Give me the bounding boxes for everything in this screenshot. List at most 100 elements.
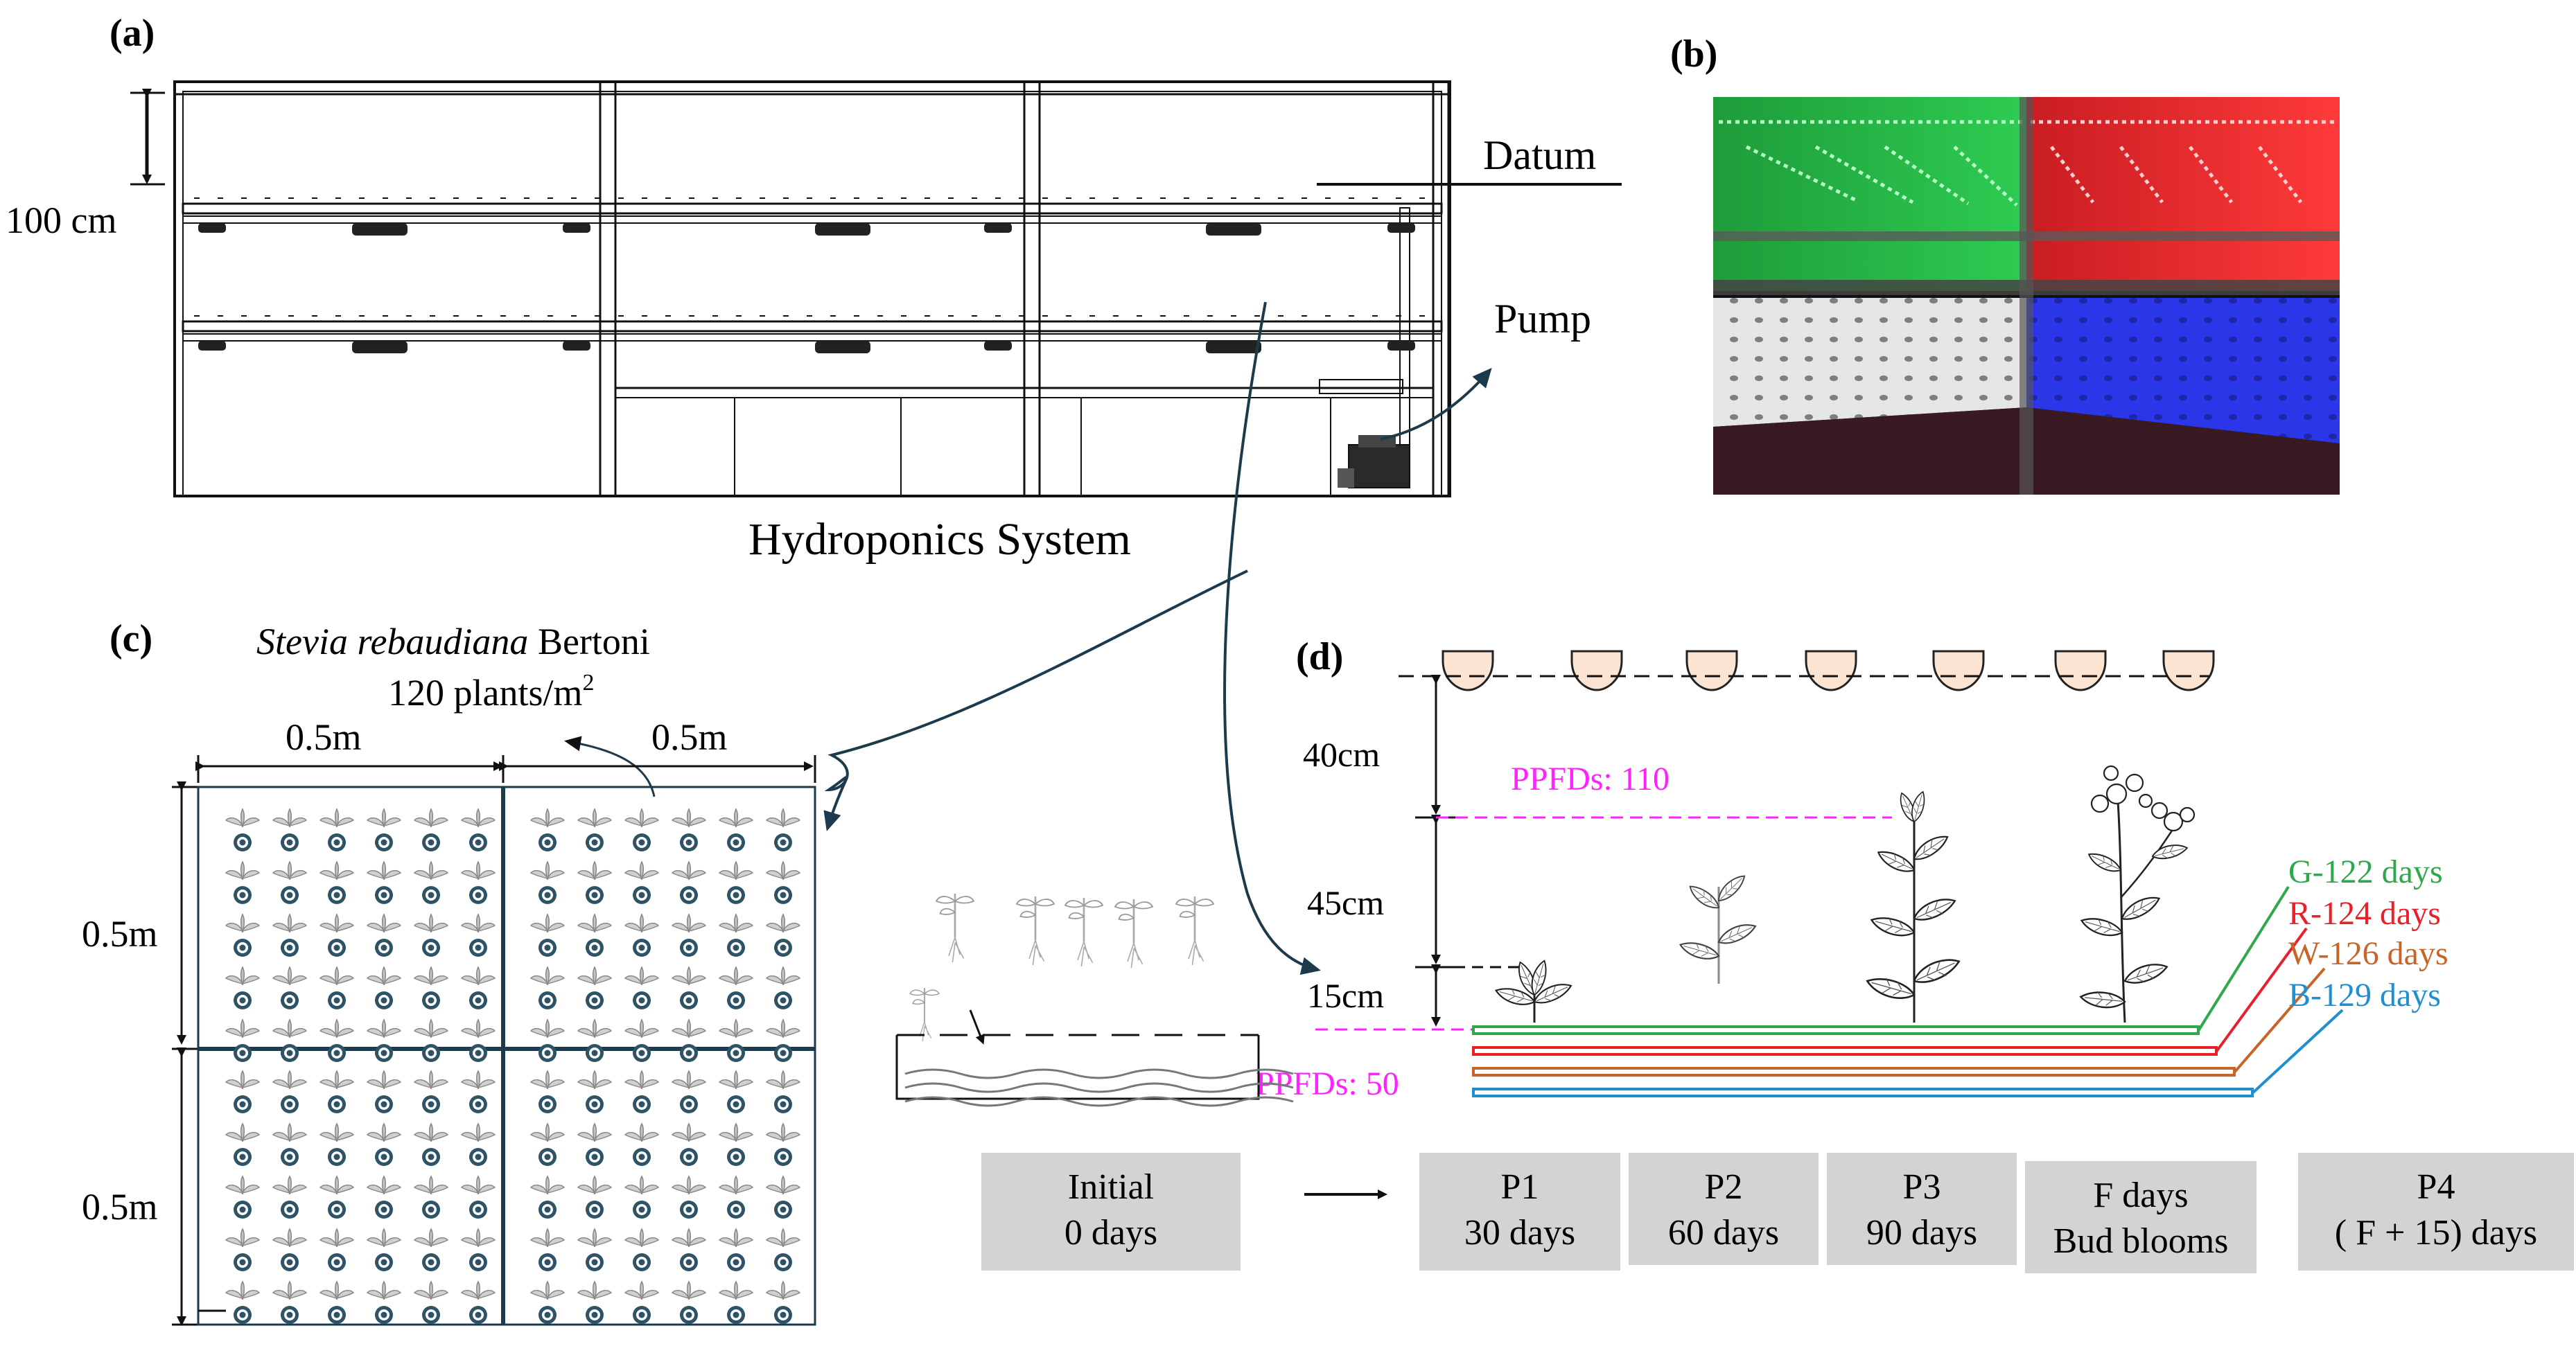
stevia-plant-symbol bbox=[461, 1176, 496, 1219]
height-dimensions bbox=[172, 781, 198, 1326]
stevia-plant-symbol bbox=[225, 808, 260, 852]
stevia-plant-symbol bbox=[672, 1070, 706, 1114]
treatment-leader-line bbox=[2215, 927, 2308, 1053]
panel-b: (b) bbox=[1670, 33, 2340, 495]
panel-a-label: (a) bbox=[109, 12, 155, 55]
stage-duration: 30 days bbox=[1464, 1213, 1575, 1253]
stevia-plant-symbol bbox=[461, 966, 496, 1010]
density-exponent: 2 bbox=[583, 670, 595, 696]
lamp-icon bbox=[1442, 650, 1494, 691]
stevia-plant-symbol bbox=[272, 1123, 307, 1167]
stevia-plant-symbol bbox=[766, 1070, 800, 1114]
treatment-leader-line bbox=[2251, 1009, 2344, 1095]
stevia-plant-symbol bbox=[272, 1176, 307, 1219]
stevia-plant-symbol bbox=[577, 1070, 612, 1114]
stevia-plant-symbol bbox=[719, 861, 753, 905]
stevia-plant-symbol bbox=[530, 1281, 565, 1325]
stevia-plant-symbol bbox=[719, 1070, 753, 1114]
stevia-plant-symbol bbox=[530, 914, 565, 957]
stevia-plant-symbol bbox=[272, 914, 307, 957]
stevia-plant-symbol bbox=[624, 1176, 659, 1219]
stevia-plant-symbol bbox=[577, 1281, 612, 1325]
stage-box bbox=[1827, 1153, 2017, 1265]
stevia-plant-symbol bbox=[672, 1176, 706, 1219]
shelf-nubs bbox=[194, 197, 1428, 317]
lamp-icon bbox=[2162, 650, 2215, 691]
stevia-plant-symbol bbox=[461, 1070, 496, 1114]
pump-arrow bbox=[1380, 367, 1492, 441]
dimension-100cm bbox=[130, 89, 165, 186]
stevia-plant-symbol bbox=[319, 966, 354, 1010]
treatment-rail bbox=[1472, 1088, 2254, 1097]
stevia-plant-symbol bbox=[577, 914, 612, 957]
led-fixtures bbox=[198, 223, 1415, 353]
stevia-plant-symbol bbox=[367, 1070, 401, 1114]
stevia-plant-symbol bbox=[367, 1123, 401, 1167]
pump-label: Pump bbox=[1494, 296, 1591, 342]
stevia-plant-symbol bbox=[414, 1228, 448, 1272]
stevia-plant-symbol bbox=[225, 1070, 260, 1114]
stevia-plant-symbol bbox=[719, 966, 753, 1010]
stevia-plant-symbol bbox=[414, 1019, 448, 1063]
treatment-rail bbox=[1472, 1046, 2218, 1056]
species-italic: Stevia rebaudiana bbox=[256, 621, 528, 662]
stevia-plant-symbol bbox=[461, 808, 496, 852]
stage-title: F days bbox=[2093, 1176, 2188, 1215]
treatment-leader-line bbox=[2197, 885, 2290, 1032]
stevia-plant-symbol bbox=[225, 1176, 260, 1219]
stevia-plant-symbol bbox=[766, 1019, 800, 1063]
stevia-plant-symbol bbox=[319, 808, 354, 852]
stevia-plant-symbol bbox=[367, 861, 401, 905]
stage-title: Initial bbox=[1068, 1167, 1154, 1207]
stevia-plant-symbol bbox=[461, 1281, 496, 1325]
height-dimension-d bbox=[1415, 675, 1458, 1027]
stevia-plant-symbol bbox=[272, 966, 307, 1010]
hydroponics-caption: Hydroponics System bbox=[748, 514, 1131, 565]
stevia-plant-symbol bbox=[672, 966, 706, 1010]
stevia-plant-symbol bbox=[225, 966, 260, 1010]
pump-unit bbox=[1338, 435, 1410, 488]
stevia-plant-symbol bbox=[367, 966, 401, 1010]
stevia-plant-symbol bbox=[530, 808, 565, 852]
stevia-plant-symbol bbox=[719, 1176, 753, 1219]
planting-grid bbox=[197, 786, 816, 1326]
stevia-plant-symbol bbox=[672, 1281, 706, 1325]
stage-box bbox=[1629, 1153, 1819, 1265]
stevia-plant-symbol bbox=[225, 1123, 260, 1167]
datum-label: Datum bbox=[1483, 132, 1596, 178]
panel-d: (d) 40cm 45cm 15cm PPFDs: 110 PPFDs: 50 … bbox=[895, 301, 2574, 1273]
stage-duration: 0 days bbox=[1064, 1213, 1157, 1253]
stevia-plant-symbol bbox=[577, 861, 612, 905]
width-right-label: 0.5m bbox=[651, 716, 728, 758]
stevia-plant-symbol bbox=[414, 1176, 448, 1219]
stevia-plant-symbol bbox=[577, 1176, 612, 1219]
stevia-plant-symbol bbox=[319, 1176, 354, 1219]
stevia-plant-symbol bbox=[577, 966, 612, 1010]
stevia-plant-symbol bbox=[461, 861, 496, 905]
treatment-label: W-126 days bbox=[2288, 935, 2448, 972]
treatment-rail bbox=[1472, 1025, 2200, 1035]
stevia-plant-symbol bbox=[530, 861, 565, 905]
stevia-plant-symbol bbox=[414, 808, 448, 852]
species-author: Bertoni bbox=[528, 621, 649, 662]
planting-density: 120 plants/m2 bbox=[388, 670, 595, 714]
stevia-plant-symbol bbox=[225, 1019, 260, 1063]
lamp-icon bbox=[1805, 650, 1857, 691]
stevia-plant-symbol bbox=[766, 1176, 800, 1219]
stage-title: P1 bbox=[1501, 1167, 1539, 1207]
stevia-plant-symbol bbox=[272, 1281, 307, 1325]
dimension-100cm-label: 100 cm bbox=[6, 200, 116, 241]
stage-box bbox=[2298, 1153, 2574, 1271]
lamp-row bbox=[1442, 650, 2215, 691]
stevia-plant-symbol bbox=[272, 861, 307, 905]
stevia-plant-symbol bbox=[624, 1019, 659, 1063]
stevia-plant-symbol bbox=[461, 914, 496, 957]
stage-box bbox=[981, 1153, 1241, 1271]
dim-40-label: 40cm bbox=[1303, 735, 1380, 774]
stevia-plant-symbol bbox=[367, 808, 401, 852]
stevia-plant-symbol bbox=[719, 914, 753, 957]
stevia-plant-symbol bbox=[367, 914, 401, 957]
stevia-plant-symbol bbox=[672, 1228, 706, 1272]
stevia-plant-symbol bbox=[530, 1228, 565, 1272]
